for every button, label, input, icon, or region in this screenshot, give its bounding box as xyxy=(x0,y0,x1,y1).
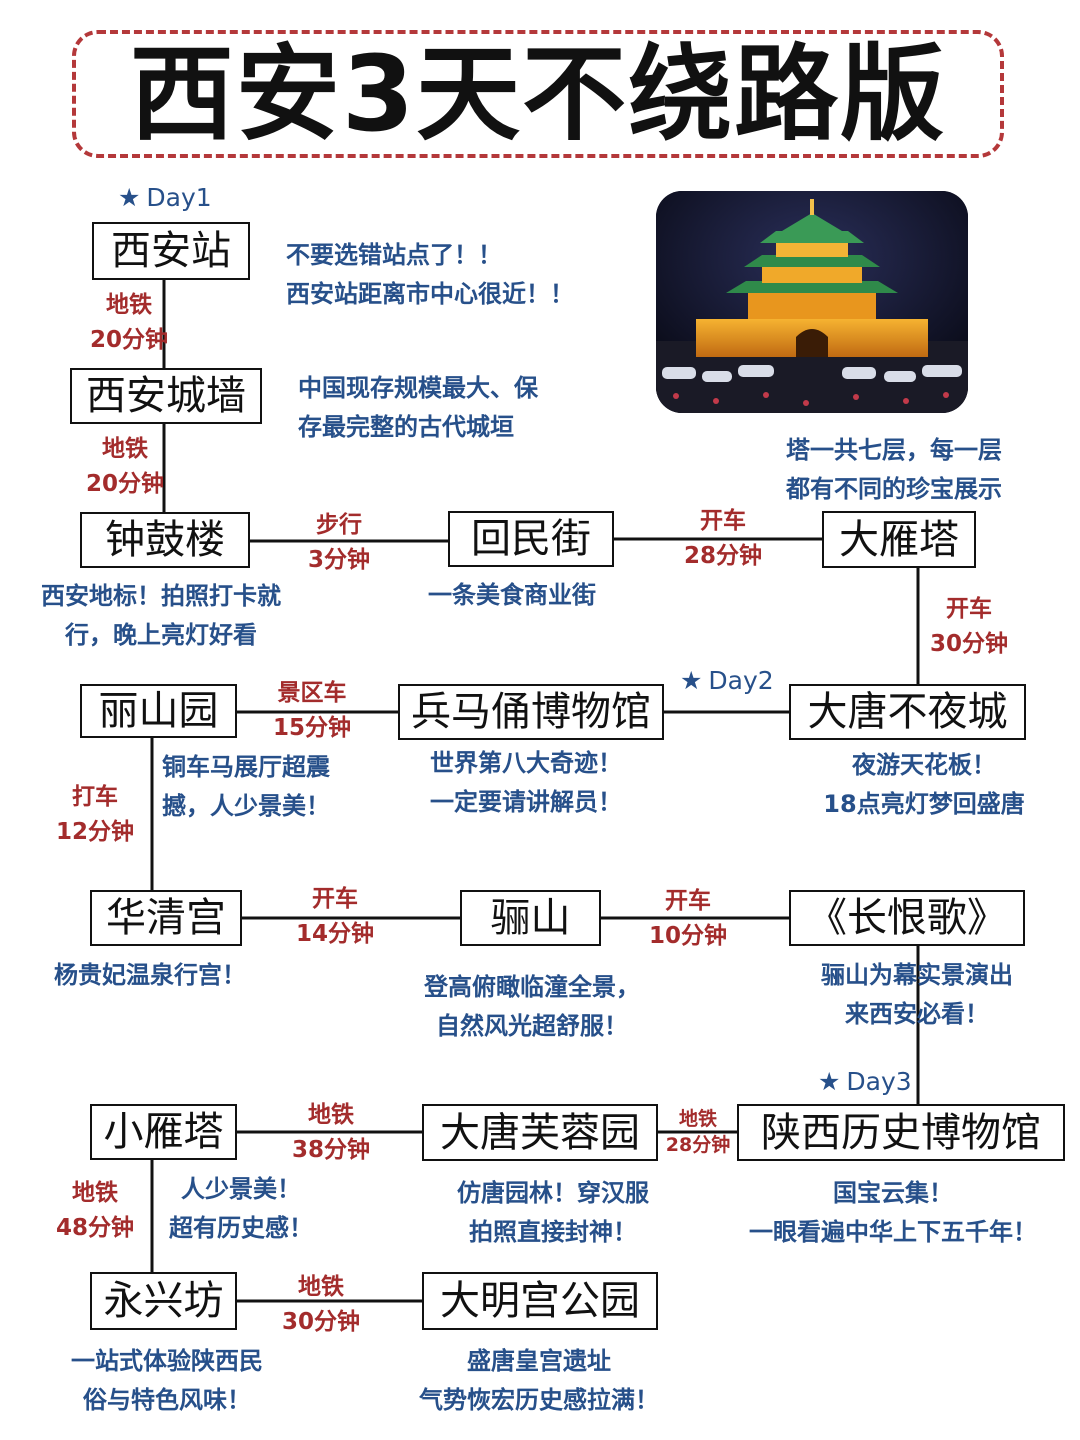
node-bell-drum-tower: 钟鼓楼 xyxy=(80,512,250,568)
star-icon: ★ xyxy=(818,1067,841,1096)
node-everlasting-regret-show: 《长恨歌》 xyxy=(789,890,1025,946)
desc-lishan-mountain: 登高俯瞰临潼全景，自然风光超舒服！ xyxy=(424,973,640,1040)
node-lishan-mountain: 骊山 xyxy=(460,890,601,946)
desc-everlasting-regret-show: 骊山为幕实景演出来西安必看！ xyxy=(821,961,1013,1028)
desc-bell-drum-tower: 西安地标！拍照打卡就行，晚上亮灯好看 xyxy=(41,582,281,649)
star-icon: ★ xyxy=(118,183,141,212)
desc-xian-station: 不要选错站点了！！西安站距离市中心很近！！ xyxy=(286,241,574,308)
desc-tang-night-city: 夜游天花板！18点亮灯梦回盛唐 xyxy=(823,751,1025,818)
node-muslim-street: 回民街 xyxy=(448,511,614,567)
desc-tang-paradise: 仿唐园林！穿汉服拍照直接封神！ xyxy=(457,1179,649,1246)
node-lishan-garden: 丽山园 xyxy=(80,684,237,738)
node-daming-palace-park: 大明宫公园 xyxy=(422,1272,658,1330)
node-huaqing-palace: 华清宫 xyxy=(90,890,242,946)
node-small-wild-goose-pagoda: 小雁塔 xyxy=(90,1104,237,1160)
node-terracotta-museum: 兵马俑博物馆 xyxy=(398,684,664,740)
desc-huaqing-palace: 杨贵妃温泉行宫！ xyxy=(54,961,246,989)
node-tang-night-city: 大唐不夜城 xyxy=(789,684,1026,740)
page-title: 西安3天不绕路版 xyxy=(129,33,947,155)
desc-city-wall: 中国现存规模最大、保存最完整的古代城垣 xyxy=(298,374,538,441)
desc-small-wild-goose-pagoda: 人少景美！超有历史感！ xyxy=(169,1175,313,1242)
desc-shaanxi-history-museum: 国宝云集！一眼看遍中华上下五千年！ xyxy=(749,1179,1037,1246)
desc-terracotta-museum: 世界第八大奇迹！一定要请讲解员！ xyxy=(430,749,622,816)
bell-tower-illustration xyxy=(656,191,968,413)
day1-marker: ★Day1 xyxy=(118,183,212,212)
bell-tower-night-photo xyxy=(656,191,968,413)
node-tang-paradise: 大唐芙蓉园 xyxy=(422,1104,658,1161)
star-icon: ★ xyxy=(680,666,703,695)
title-frame xyxy=(72,30,1004,158)
desc-muslim-street: 一条美食商业街 xyxy=(428,581,596,609)
desc-daming-palace-park: 盛唐皇宫遗址气势恢宏历史感拉满！ xyxy=(419,1347,659,1414)
node-yongxingfang: 永兴坊 xyxy=(90,1272,237,1330)
desc-big-wild-goose-pagoda: 塔一共七层，每一层都有不同的珍宝展示 xyxy=(786,436,1002,503)
node-shaanxi-history-museum: 陕西历史博物馆 xyxy=(737,1104,1065,1161)
desc-yongxingfang: 一站式体验陕西民俗与特色风味！ xyxy=(71,1347,263,1414)
node-xian-station: 西安站 xyxy=(92,222,250,280)
node-city-wall: 西安城墙 xyxy=(70,368,262,424)
day3-marker: ★Day3 xyxy=(818,1067,912,1096)
node-big-wild-goose-pagoda: 大雁塔 xyxy=(822,511,976,568)
day2-marker: ★Day2 xyxy=(680,666,774,695)
desc-lishan-garden: 铜车马展厅超震撼，人少景美！ xyxy=(162,753,330,820)
